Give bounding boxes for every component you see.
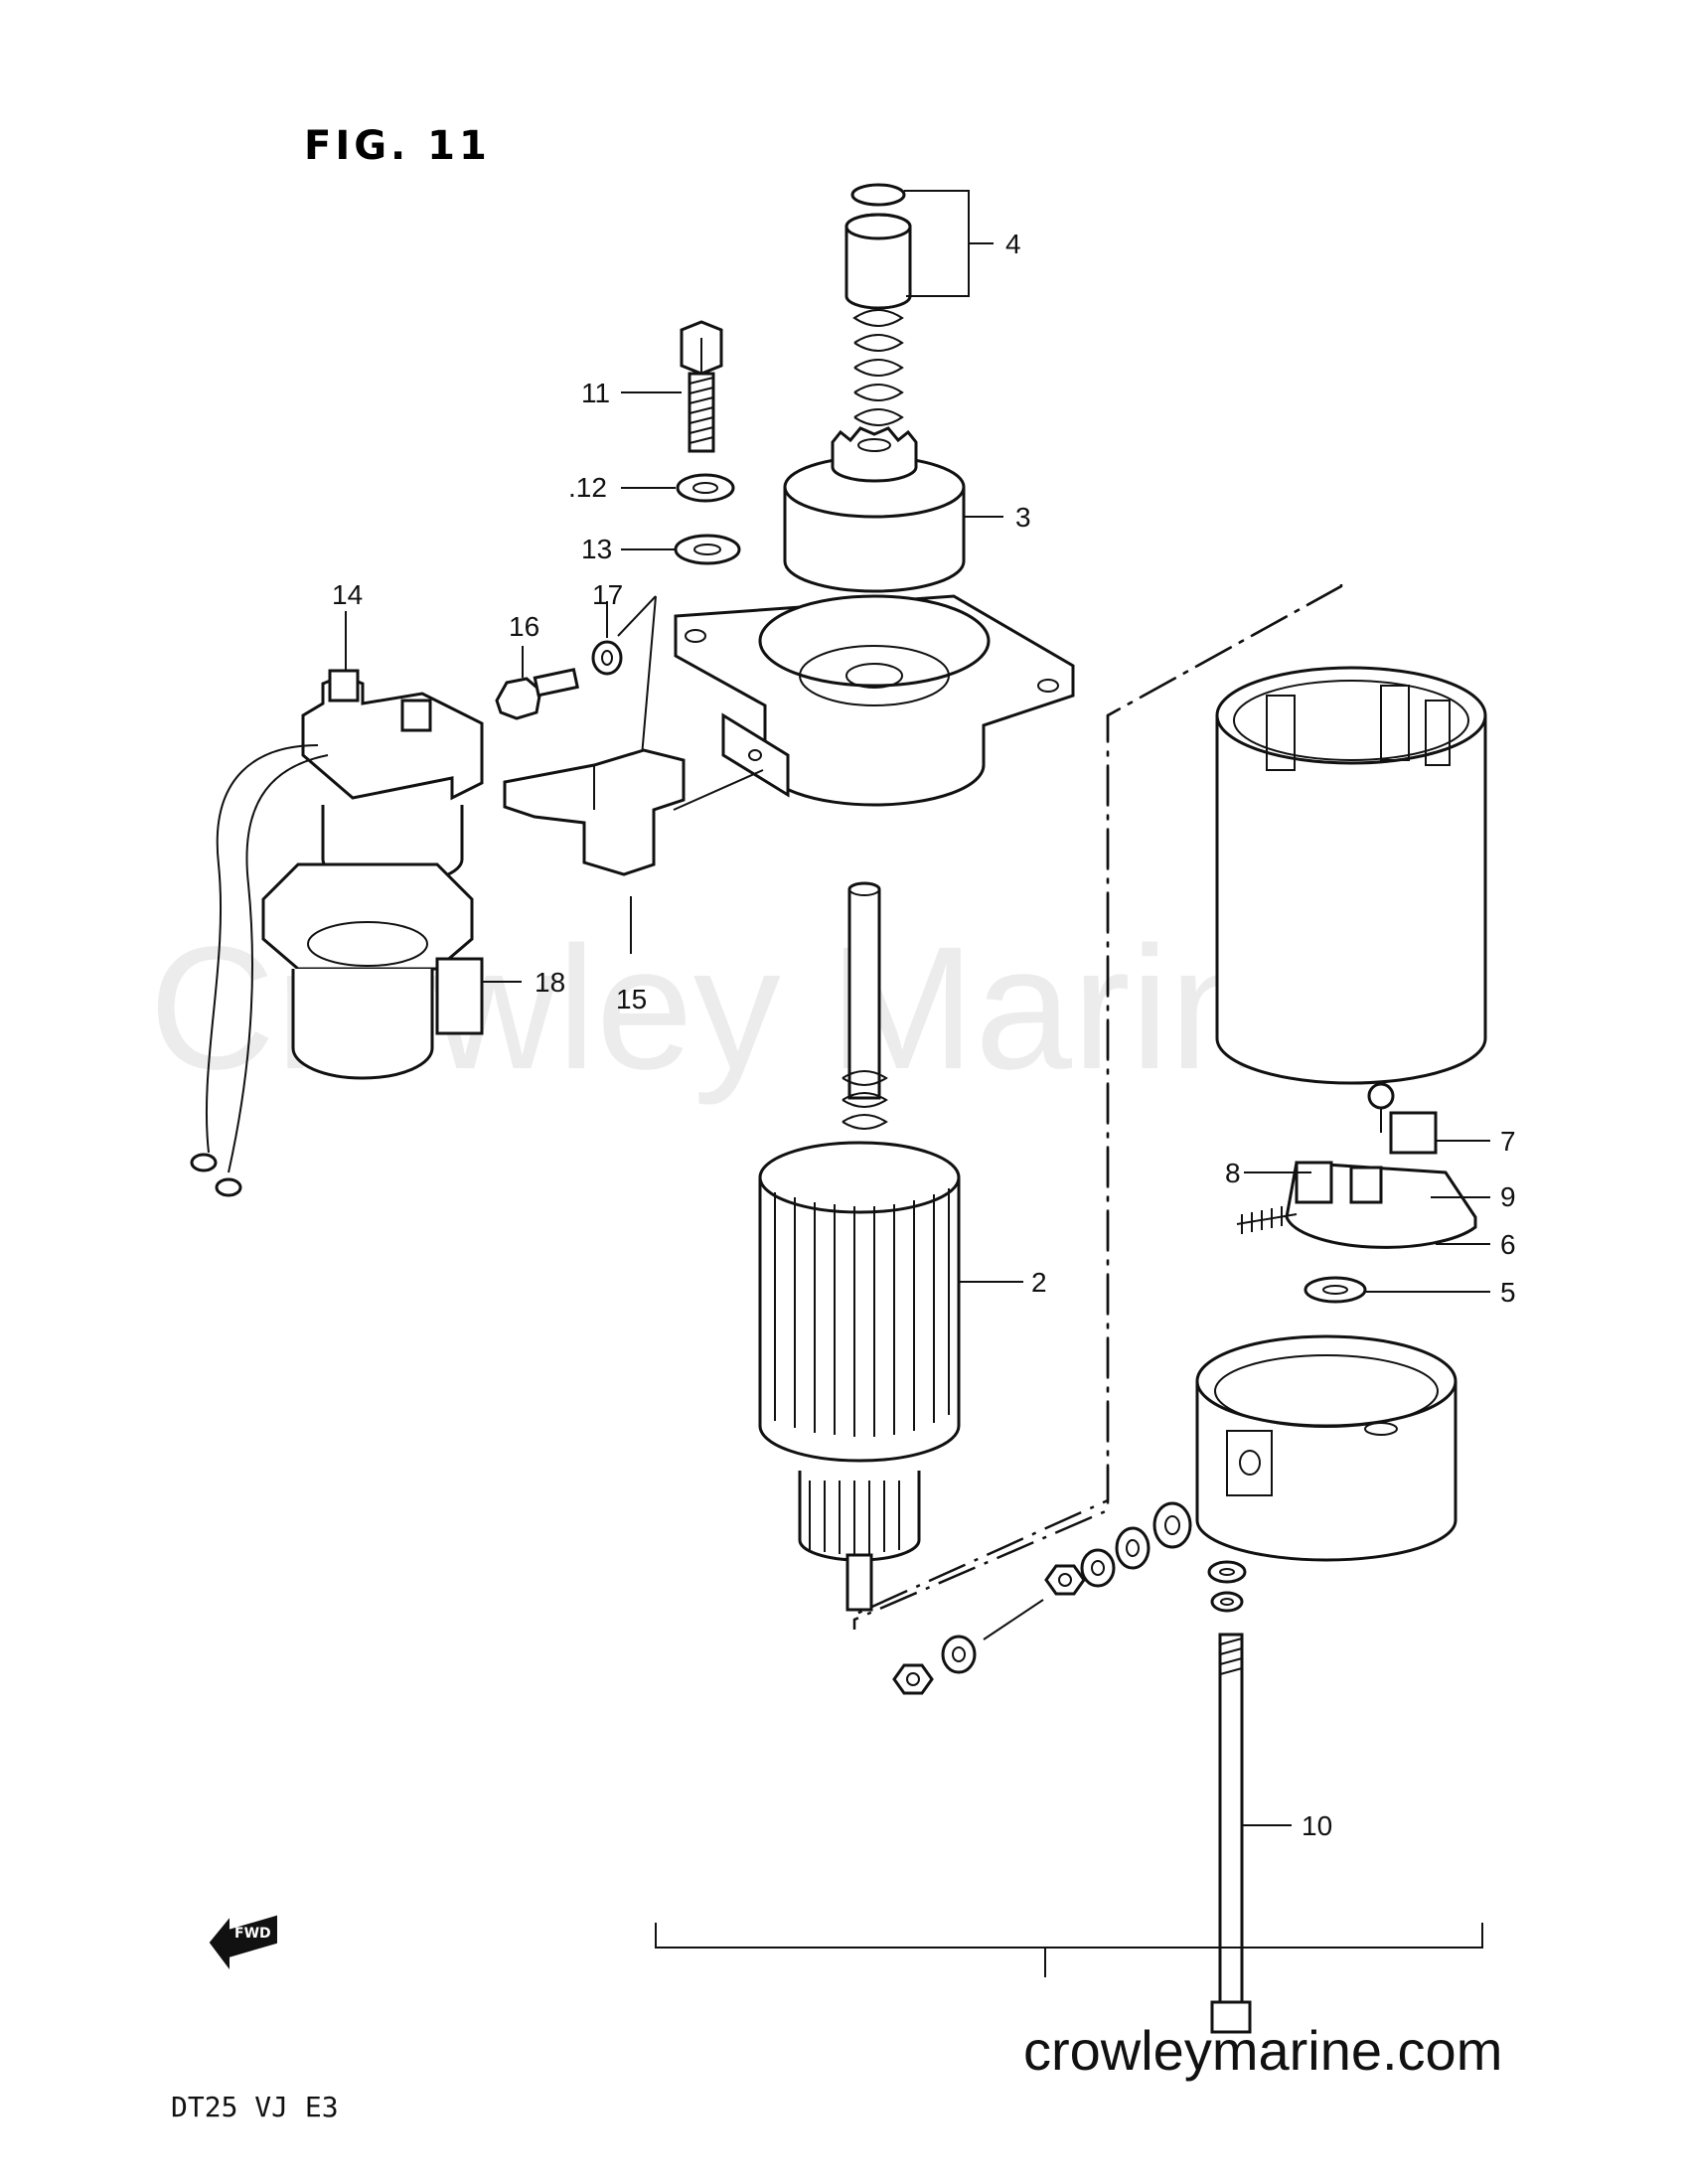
starter-solenoid-14: [301, 611, 484, 886]
spring-stopper-assembly: [844, 183, 994, 451]
callout-7: 7: [1500, 1126, 1516, 1157]
front-bracket-housing: [674, 594, 1075, 807]
callout-4: 4: [1005, 229, 1021, 259]
bolt-16: [495, 646, 579, 720]
model-code: DT25 VJ E3: [171, 2091, 339, 2123]
washer-5: [1304, 1276, 1490, 1304]
callout-9: 9: [1500, 1181, 1516, 1212]
washer-13: [621, 534, 741, 565]
bracket-15: [503, 748, 764, 954]
pinion-drive-gear: [783, 426, 1003, 593]
callout-5: 5: [1500, 1277, 1516, 1308]
callout-13: 13: [581, 534, 612, 564]
callout-15: 15: [616, 984, 647, 1014]
through-bolt-10: [1210, 1633, 1292, 2034]
figure-title: FIG. 11: [304, 123, 491, 169]
callout-18: 18: [535, 967, 565, 998]
callout-11: 11: [581, 378, 610, 408]
callout-16: 16: [509, 611, 539, 642]
callout-17: 17: [592, 579, 623, 610]
yoke-field-housing: [1215, 666, 1487, 1085]
assembly-guide-line-2: [853, 584, 1342, 1617]
callout-2: 2: [1031, 1267, 1047, 1298]
callout-8: 8: [1225, 1158, 1241, 1188]
armature-2: [758, 881, 1023, 1612]
fwd-arrow-icon: FWD: [209, 1915, 277, 1969]
callout-10: 10: [1302, 1810, 1332, 1841]
fwd-label: FWD: [234, 1926, 271, 1942]
bolt-11: [621, 320, 723, 453]
site-url: crowleymarine.com: [1023, 2019, 1502, 2082]
washer-17: [591, 595, 657, 826]
lock-washer-12: [621, 473, 735, 503]
callout-12: .12: [568, 472, 607, 503]
callout-6: 6: [1500, 1229, 1516, 1260]
rear-end-cover: [1195, 1334, 1457, 1562]
terminal-nuts-washers: [892, 1501, 1247, 1695]
assembly-bracket: [655, 1923, 1483, 1977]
solenoid-lead-wires: [190, 744, 329, 1197]
solenoid-cover-18: [261, 862, 522, 1080]
callout-14: 14: [332, 579, 363, 610]
brush-holder-6: [1236, 1082, 1490, 1249]
callout-3: 3: [1015, 502, 1031, 533]
